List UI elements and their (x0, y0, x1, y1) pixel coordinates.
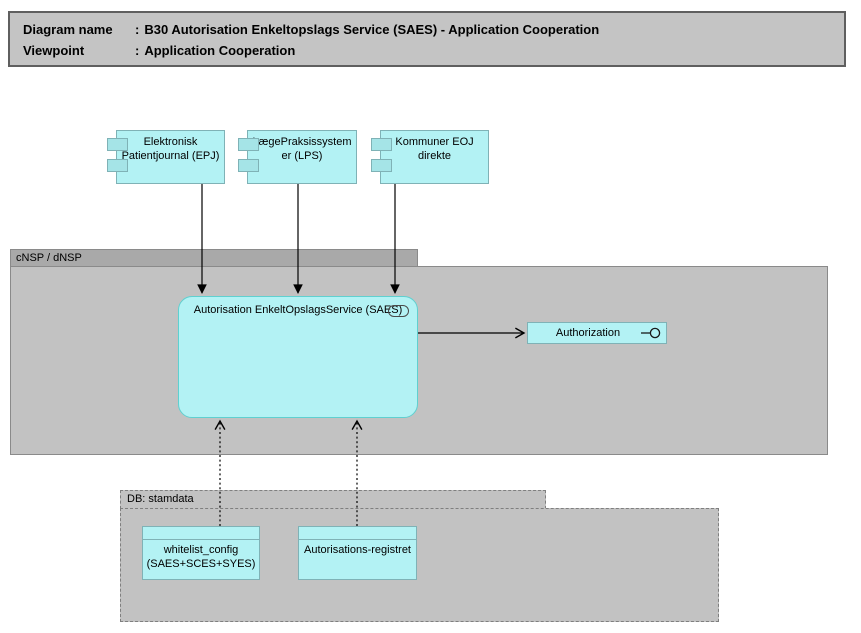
component-tab-icon (238, 159, 259, 172)
component-tab-icon (371, 138, 392, 151)
group-cnsp-dnsp-body[interactable] (10, 266, 828, 455)
service-saes-label: Autorisation EnkeltOpslagsService (SAES) (193, 304, 403, 316)
separator: : (135, 43, 140, 58)
diagram-name-row: Diagram name: B30 Autorisation Enkeltopsl… (23, 19, 844, 40)
component-kommuner-eoj-label: Kommuner EOJ direkte (395, 136, 474, 162)
service-icon (388, 305, 409, 317)
component-tab-icon (371, 159, 392, 172)
interface-authorization-label: Authorization (555, 327, 621, 339)
data-object-autorisationsregistret-label: Autorisations-registret (304, 544, 411, 556)
interface-lollipop-icon (641, 327, 661, 339)
interface-authorization[interactable]: Authorization (527, 322, 667, 344)
component-tab-icon (107, 159, 128, 172)
viewpoint-label: Viewpoint (23, 43, 85, 58)
data-object-autorisationsregistret[interactable]: Autorisations-registret (298, 526, 417, 580)
component-tab-icon (238, 138, 259, 151)
data-object-band (299, 527, 416, 540)
component-epj-label: Elektronisk Patientjournal (EPJ) (121, 136, 220, 162)
group-cnsp-dnsp-tab[interactable]: cNSP / dNSP (10, 249, 418, 267)
diagram-name-value: B30 Autorisation Enkeltopslags Service (… (144, 22, 600, 37)
group-db-stamdata-tab[interactable]: DB: stamdata (120, 490, 546, 509)
separator: : (135, 22, 140, 37)
component-lps[interactable]: LægePraksissystemer (LPS) (238, 130, 357, 184)
viewpoint-row: Viewpoint: Application Cooperation (23, 40, 844, 61)
component-kommuner-eoj[interactable]: Kommuner EOJ direkte (371, 130, 489, 184)
component-tab-icon (107, 138, 128, 151)
viewpoint-value: Application Cooperation (144, 43, 296, 58)
data-object-band (143, 527, 259, 540)
diagram-name-label: Diagram name (23, 22, 113, 37)
data-object-whitelist-config[interactable]: whitelist_config (SAES+SCES+SYES) (142, 526, 260, 580)
data-object-whitelist-config-label: whitelist_config (SAES+SCES+SYES) (146, 544, 256, 570)
component-epj[interactable]: Elektronisk Patientjournal (EPJ) (107, 130, 225, 184)
component-lps-label: LægePraksissystemer (LPS) (252, 136, 352, 162)
service-saes[interactable]: Autorisation EnkeltOpslagsService (SAES) (178, 296, 418, 418)
diagram-title-block: Diagram name: B30 Autorisation Enkeltopsl… (8, 11, 846, 67)
